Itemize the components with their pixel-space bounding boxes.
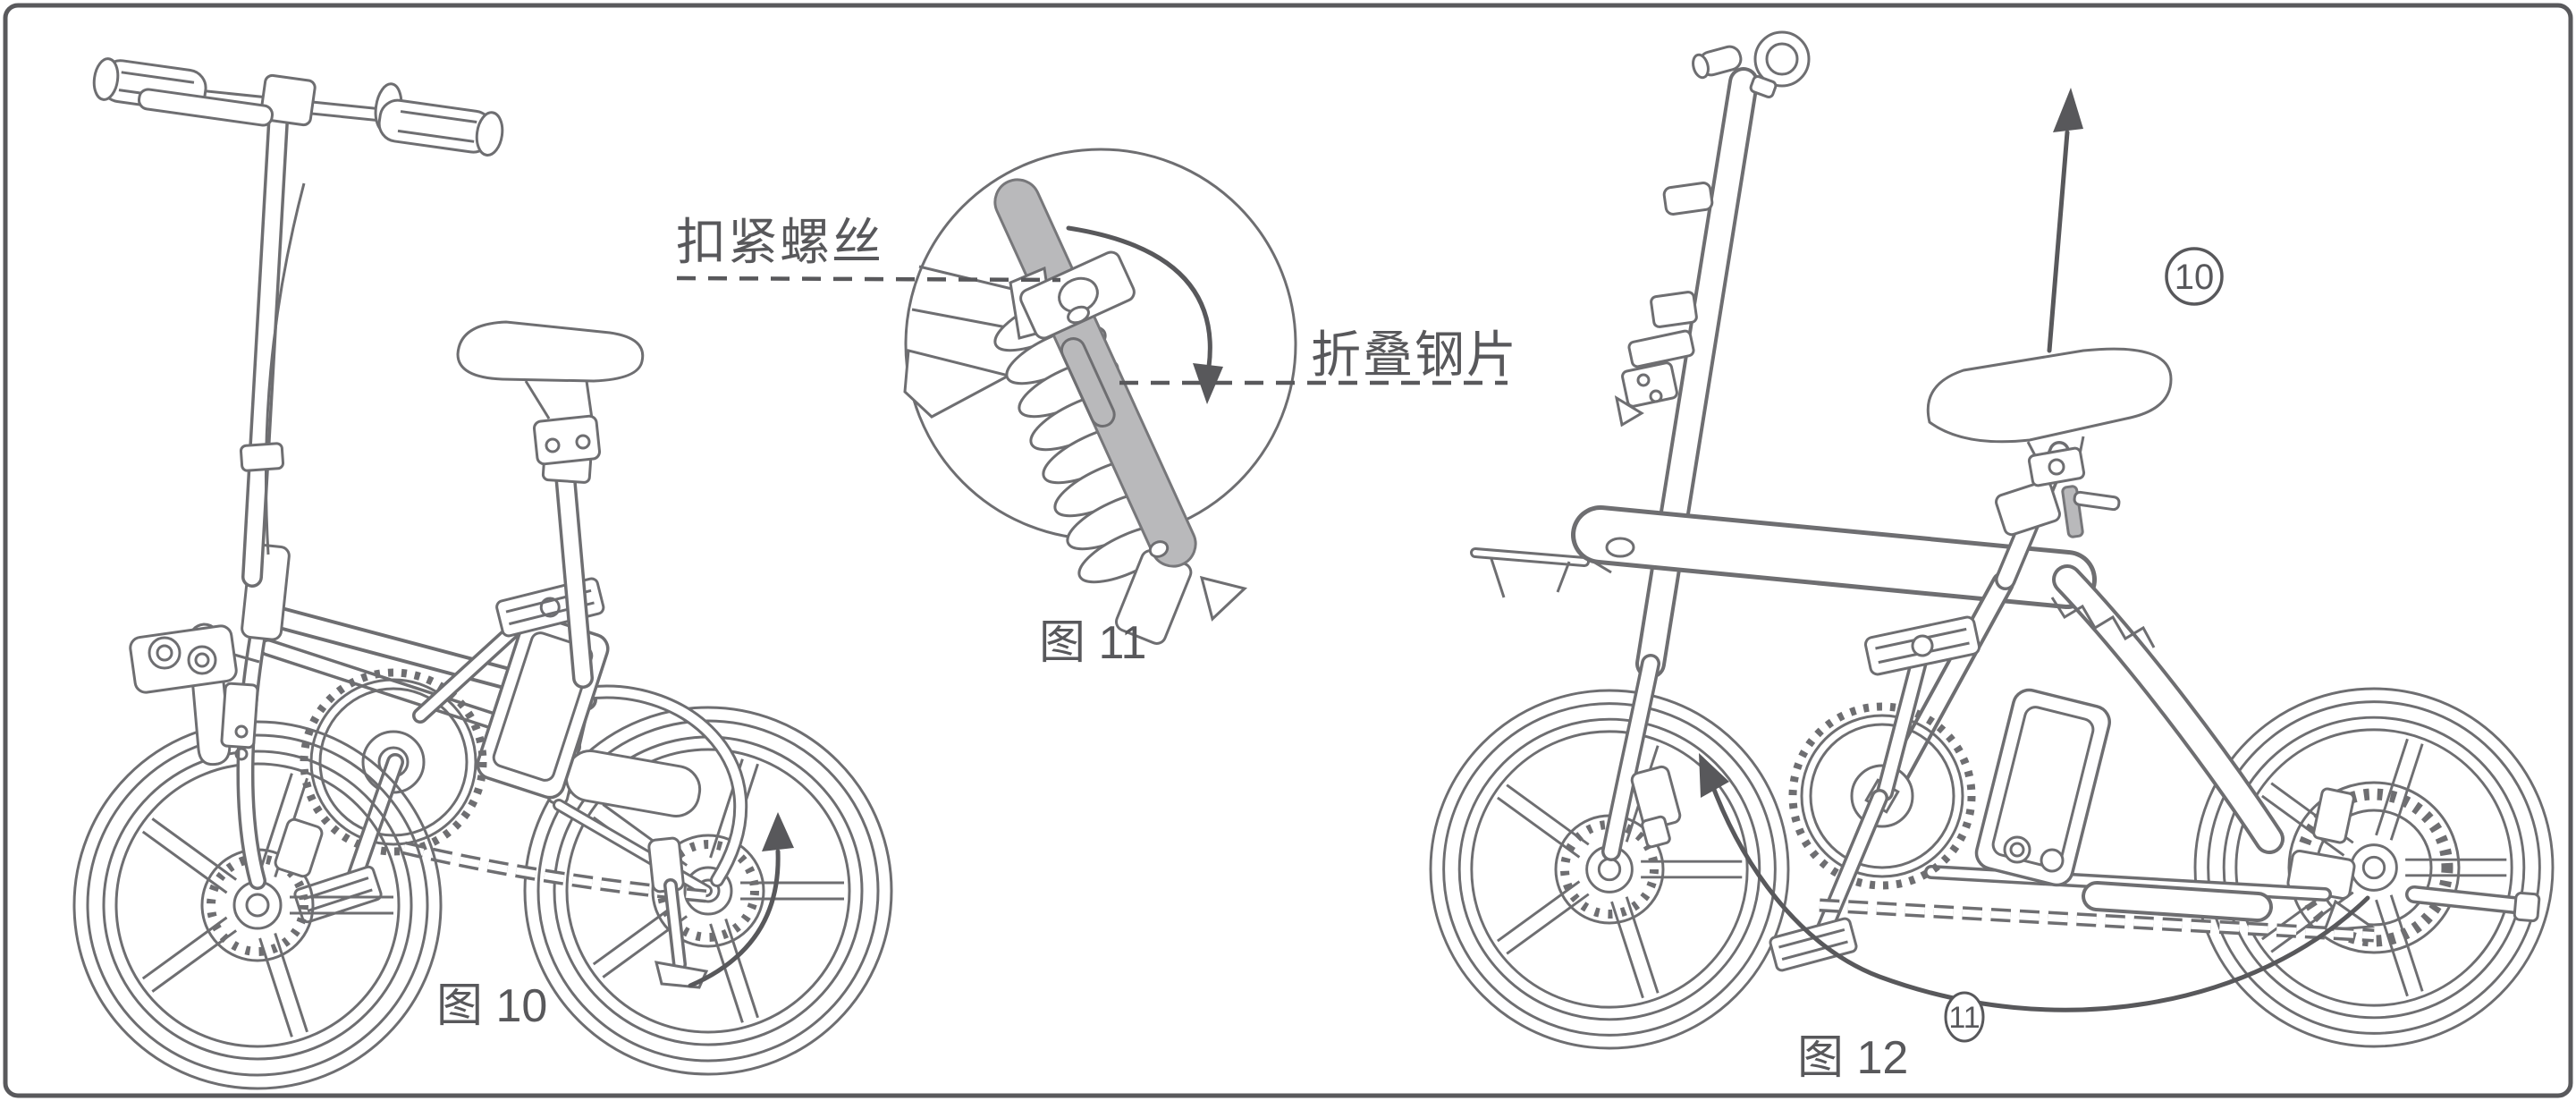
page-border [3,3,2573,1098]
fig12-folded-kickstand [2082,881,2273,922]
inset-bracket-tip [1199,575,1248,622]
figure-10-folded-bike: 图 10 [74,57,891,1088]
fig10-saddle [456,320,645,383]
fig10-saddle-seatpost [456,320,645,689]
step-10-badge: 10 [2165,247,2224,306]
fig12-shock-spring [2050,597,2156,648]
inset-rotate-arrow [1066,225,1223,404]
fig12-pedal-sweep-arrow [1699,753,2370,1012]
fig10-fold-arrow [688,812,794,988]
fig10-motor [564,750,702,817]
figure-12-caption: 图 12 [1797,1032,1908,1084]
fig10-front-brake-caliper [274,817,324,878]
figure-10-caption: 图 10 [436,980,547,1032]
fig12-main-tube [1571,505,2097,609]
fig12-lower-pedal [1769,917,1858,972]
tighten-screw-leader-line [676,275,1061,283]
fig10-kickstand [647,836,709,989]
fig12-saddle [1926,347,2173,444]
fig12-handlebar-clamp [1753,30,1811,88]
fig10-fork-headtube [188,543,324,890]
fig10-stem-handlebar [92,57,504,588]
clamp-screw [1009,250,1136,340]
figure-11-caption: 图 11 [1039,617,1146,669]
fig10-headlight [129,624,260,694]
fig12-axle-rod [2405,885,2541,923]
fig12-battery [1974,688,2111,887]
figure-12-folded-bike: 10 11 图 12 [1431,30,2553,1084]
fig12-front-rack [1470,547,1612,598]
fig12-saddle-seatpost [1926,347,2173,590]
fig12-saddle-up-arrow [2047,88,2083,353]
fig12-rear-wheel [2195,689,2553,1046]
fig10-right-grip [374,82,504,157]
tighten-screw-label: 扣紧螺丝 [676,214,883,270]
fig10-rear-wheel [525,707,891,1074]
fig12-rear-caliper [2312,787,2355,844]
steel-plate-label: 折叠钢片 [1311,326,1518,383]
fig12-fork [1601,654,1682,861]
step-11-number: 11 [1948,1001,1980,1035]
fig12-chain [1819,898,2375,943]
fig10-brake-cable [264,182,306,555]
step-11-badge: 11 [1944,991,1985,1043]
figure-11-detail-inset: 扣紧螺丝 折叠钢片 图 11 [676,148,1518,669]
step-10-number: 10 [2175,258,2215,297]
fig12-front-wheel [1431,690,1788,1048]
fig12-folded-pedal [1863,615,1981,676]
